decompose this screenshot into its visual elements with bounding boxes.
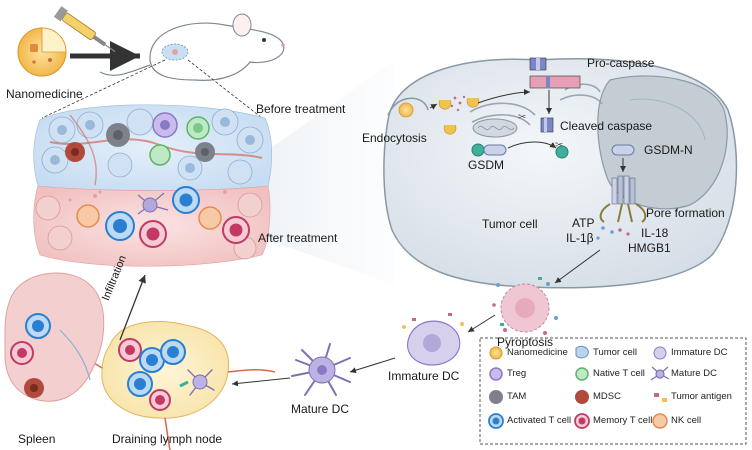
endocytosis-label: Endocytosis [362, 131, 427, 145]
mature-dc [291, 343, 351, 396]
hmgb1-label: HMGB1 [628, 241, 671, 255]
after-treatment-label: After treatment [258, 231, 338, 245]
legend-label: Tumor cell [593, 347, 637, 358]
spleen-label: Spleen [18, 432, 56, 446]
legend-label: Memory T cell [593, 415, 653, 426]
mouse-icon [99, 13, 285, 81]
pore-formation-label: Pore formation [646, 206, 725, 220]
draining-lymph-node-label: Draining lymph node [112, 432, 223, 446]
gsdm-n-label: GSDM-N [644, 143, 693, 157]
svg-text:✂: ✂ [518, 112, 526, 123]
tam-icon [489, 390, 503, 404]
tumor-tissue-after [33, 185, 271, 267]
arrow-to-mature-dc [349, 357, 396, 374]
nanomedicine-icon [17, 27, 67, 77]
memory-t-cell-icon [574, 413, 590, 429]
zoom-cone [240, 60, 395, 285]
activated-t-cell-icon [488, 413, 504, 429]
nanomedicine-label: Nanomedicine [6, 87, 83, 101]
nanomedicine-icon [489, 346, 503, 360]
gsdm-pore [599, 175, 647, 223]
legend-icons [488, 345, 670, 429]
legend-label: Tumor antigen [671, 391, 732, 402]
pyroptotic-cell [492, 277, 558, 335]
svg-text:✂: ✂ [555, 140, 563, 151]
tumor-cell-zoom: ✂ ✂ [383, 57, 738, 289]
arrow-to-immature-dc [467, 314, 496, 333]
treg-icon [489, 367, 503, 381]
mature-dc-label: Mature DC [291, 402, 350, 416]
pro-caspase-label: Pro-caspase [587, 56, 655, 70]
zoom-line-left [41, 59, 166, 119]
nk-cell-icon [652, 413, 668, 429]
tumor-antigen-icon [654, 393, 667, 402]
atp-label: ATP [572, 216, 595, 230]
tumor-tissue-before [33, 104, 272, 191]
nanomedicine-particle [398, 102, 414, 118]
legend-label: Nanomedicine [507, 347, 568, 358]
immature-dc [402, 313, 464, 366]
legend-box [479, 337, 747, 445]
immature-dc-label: Immature DC [388, 369, 460, 383]
legend-label: Native T cell [593, 368, 645, 379]
tumor-cell-label: Tumor cell [482, 217, 538, 231]
legend-label: Activated T cell [507, 415, 572, 426]
legend-label: TAM [507, 391, 527, 402]
mdsc-icon [575, 390, 589, 404]
before-treatment-label: Before treatment [256, 102, 346, 116]
native-t-cell-icon [575, 367, 589, 381]
draining-lymph-node [69, 321, 276, 450]
mature-dc-icon [650, 366, 670, 381]
pyroptosis-label: Pyroptosis [497, 335, 554, 349]
immature-dc-icon [653, 346, 667, 360]
spleen [4, 272, 105, 402]
il1b-label: IL-1β [566, 231, 594, 245]
arrow-to-lymph-node [231, 377, 291, 387]
syringe-icon [53, 6, 116, 53]
cleaved-caspase-label: Cleaved caspase [560, 119, 653, 133]
legend-label: Mature DC [671, 368, 717, 379]
legend-label: Treg [507, 368, 527, 379]
il18-label: IL-18 [641, 226, 669, 240]
arrow-to-pyroptosis [554, 249, 601, 284]
zoom-line-right [187, 59, 263, 119]
legend-label: NK cell [671, 415, 702, 426]
infiltration-arrow [119, 274, 146, 341]
legend-label: MDSC [593, 391, 621, 402]
tumor-cell-icon [575, 345, 589, 359]
gsdm-label: GSDM [468, 158, 504, 172]
legend-label: Immature DC [671, 347, 728, 358]
